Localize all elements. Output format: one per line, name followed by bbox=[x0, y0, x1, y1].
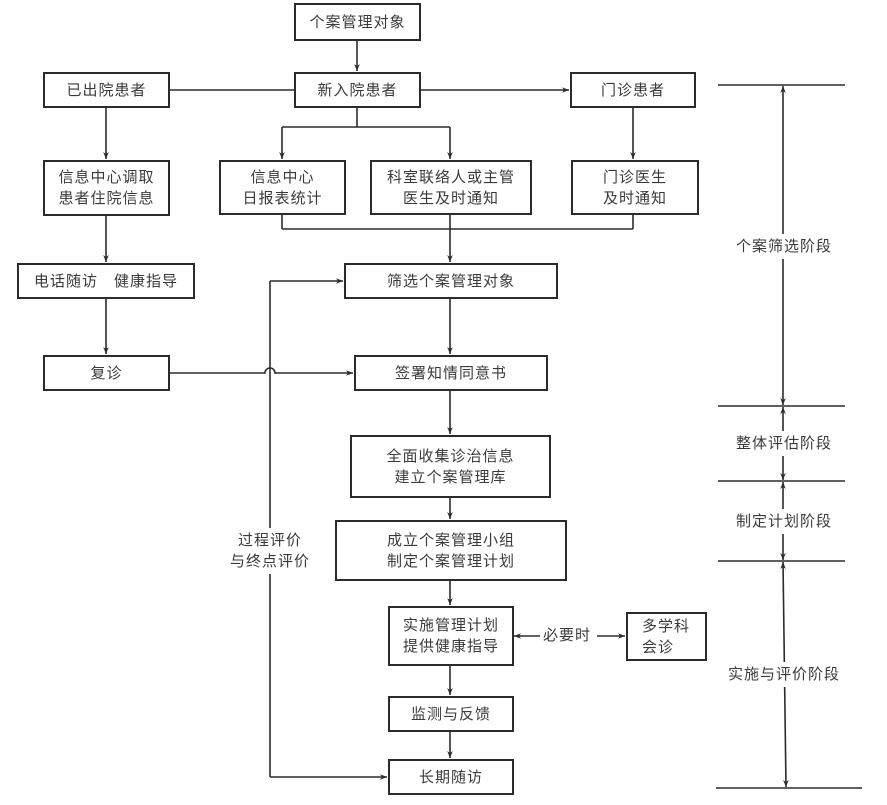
node-outpatient: 门诊患者 bbox=[570, 72, 696, 108]
node-phone-followup: 电话随访 健康指导 bbox=[17, 263, 195, 299]
edge-revisit-to-consent bbox=[169, 367, 353, 376]
stage-label-assessment: 整体评估阶段 bbox=[735, 431, 833, 456]
node-new-inpatient: 新入院患者 bbox=[294, 72, 421, 108]
node-text: 患者住院信息 bbox=[58, 189, 155, 207]
node-text: 及时通知 bbox=[602, 188, 667, 207]
node-text: 长期随访 bbox=[418, 767, 483, 786]
edge-label-when-needed: 必要时 bbox=[541, 625, 594, 646]
node-info-center-retrieve: 信息中心调取 患者住院信息 bbox=[43, 160, 170, 216]
node-collect-info: 全面收集诊治信息 建立个案管理库 bbox=[350, 435, 551, 498]
edge-label-line: 过程评价 bbox=[237, 531, 302, 549]
node-text: 全面收集诊治信息 bbox=[386, 446, 515, 465]
node-dept-liaison: 科室联络人或主管 医生及时通知 bbox=[370, 160, 532, 215]
node-revisit: 复诊 bbox=[43, 355, 170, 391]
node-sign-consent: 签署知情同意书 bbox=[354, 355, 548, 391]
node-text: 会诊 bbox=[642, 637, 675, 656]
node-text: 提供健康指导 bbox=[402, 637, 499, 655]
node-text: 信息中心 bbox=[250, 167, 315, 186]
node-text: 已出院患者 bbox=[66, 80, 147, 99]
edge-label-evaluation: 过程评价 与终点评价 bbox=[220, 528, 320, 574]
node-mdt: 多学科 会诊 bbox=[626, 612, 707, 661]
node-text: 制定个案管理计划 bbox=[386, 551, 515, 570]
stage-label-planning: 制定计划阶段 bbox=[735, 509, 833, 534]
node-monitor: 监测与反馈 bbox=[388, 696, 514, 732]
node-text: 复诊 bbox=[90, 363, 123, 382]
node-case-targets: 个案管理对象 bbox=[294, 3, 421, 41]
node-text: 实施管理计划 bbox=[402, 616, 499, 634]
node-text: 信息中心调取 bbox=[58, 168, 155, 186]
node-text: 日报表统计 bbox=[242, 188, 323, 207]
node-screen-targets: 筛选个案管理对象 bbox=[344, 263, 558, 299]
node-text: 签署知情同意书 bbox=[394, 363, 507, 382]
node-text: 科室联络人或主管 bbox=[386, 167, 515, 186]
node-text: 个案管理对象 bbox=[309, 12, 406, 31]
node-text: 成立个案管理小组 bbox=[386, 530, 515, 549]
stage-label-screening: 个案筛选阶段 bbox=[735, 234, 833, 259]
node-outpatient-doctor: 门诊医生 及时通知 bbox=[571, 160, 699, 215]
node-text: 监测与反馈 bbox=[410, 704, 491, 723]
node-text: 多学科 bbox=[642, 616, 691, 635]
stage-label-implementation: 实施与评价阶段 bbox=[727, 662, 841, 687]
node-text: 医生及时通知 bbox=[402, 188, 499, 207]
node-long-followup: 长期随访 bbox=[388, 759, 514, 795]
node-text: 建立个案管理库 bbox=[394, 467, 507, 486]
node-info-center-daily: 信息中心 日报表统计 bbox=[219, 160, 346, 215]
node-form-team: 成立个案管理小组 制定个案管理计划 bbox=[335, 520, 567, 581]
node-implement-plan: 实施管理计划 提供健康指导 bbox=[388, 606, 514, 666]
node-text: 电话随访 健康指导 bbox=[33, 271, 178, 290]
node-text: 门诊患者 bbox=[600, 80, 665, 99]
edge-label-line: 与终点评价 bbox=[229, 552, 310, 570]
node-text: 新入院患者 bbox=[317, 80, 398, 99]
node-text: 筛选个案管理对象 bbox=[386, 271, 515, 290]
node-text: 门诊医生 bbox=[602, 167, 667, 186]
node-discharged: 已出院患者 bbox=[43, 72, 170, 108]
